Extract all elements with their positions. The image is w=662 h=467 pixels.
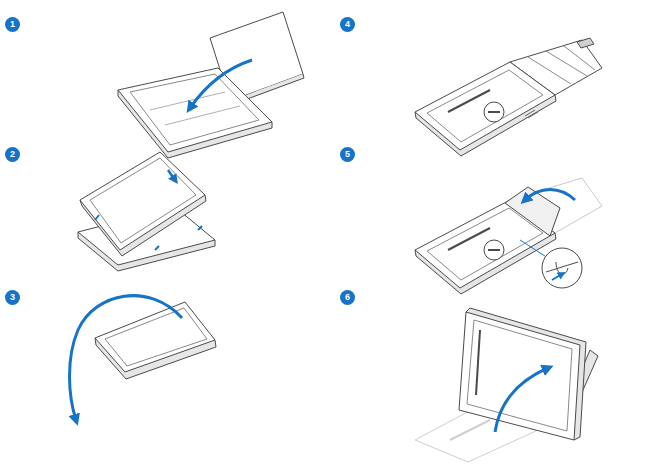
logo-mark	[488, 111, 500, 113]
tablet-back	[105, 308, 207, 366]
logo-mark	[488, 249, 500, 251]
callout-number: 5	[340, 147, 355, 162]
callout-number: 1	[5, 17, 20, 32]
raise-arrow	[495, 368, 548, 432]
stylus	[448, 228, 490, 250]
stylus	[476, 330, 480, 395]
callout-number: 4	[340, 17, 355, 32]
port-marks	[525, 110, 538, 118]
tray-inner	[130, 74, 259, 145]
tablet	[80, 152, 205, 250]
zoom-arrow	[552, 274, 562, 280]
zoom-detail	[546, 262, 578, 274]
tablet-screen	[90, 158, 196, 243]
callout-number: 6	[340, 290, 355, 305]
tablet	[95, 302, 215, 372]
press-arrow	[168, 170, 175, 180]
cover-folds	[528, 46, 595, 84]
folio-inner	[427, 70, 543, 142]
callout-number: 2	[5, 147, 20, 162]
cover-tab	[577, 38, 594, 48]
folio-back	[415, 62, 555, 150]
tablet-screen	[467, 320, 572, 431]
callout-number: 3	[5, 290, 20, 305]
corner-marks	[95, 215, 202, 250]
fold-arrow	[525, 190, 575, 201]
logo-disc	[484, 102, 504, 122]
leader-line	[520, 240, 548, 258]
insert-arrow	[190, 60, 252, 108]
tray-lines	[150, 92, 240, 125]
flip-arrow	[70, 296, 183, 420]
logo-disc	[484, 240, 504, 260]
tablet-side	[466, 308, 586, 440]
tablet-upright	[459, 312, 580, 440]
stylus-ghost	[450, 420, 490, 440]
case-tray	[118, 68, 272, 152]
zoom-circle	[542, 248, 582, 288]
stylus	[448, 90, 490, 112]
